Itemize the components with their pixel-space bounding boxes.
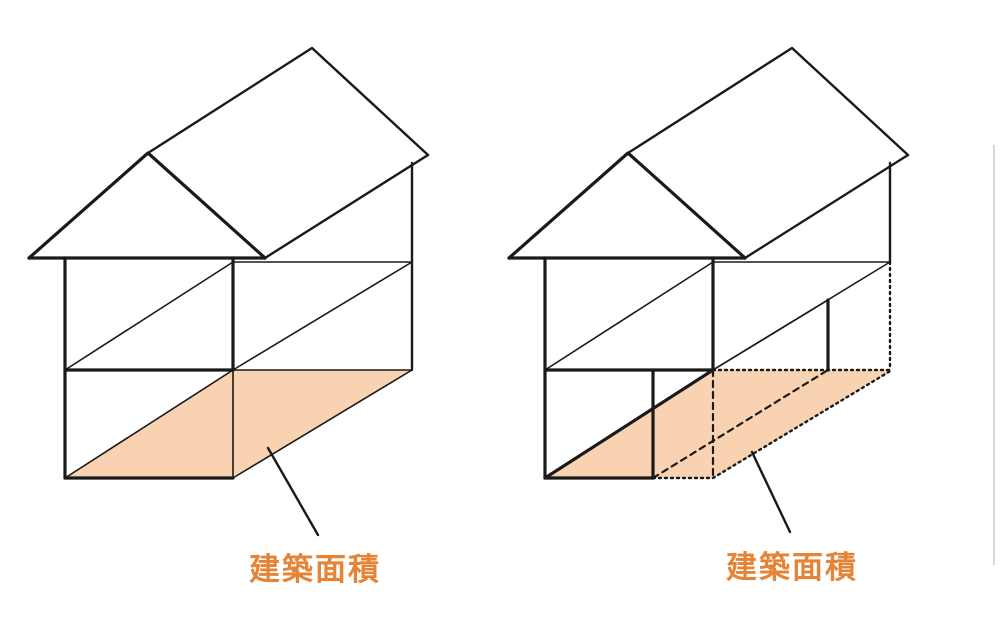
- house-diagram-left: [27, 46, 430, 537]
- upper-floor-diagonal-left: [544, 261, 714, 371]
- roof-eave-back: [743, 153, 910, 260]
- roof-ridge: [626, 46, 910, 157]
- roof-gable-front: [27, 151, 267, 260]
- label-leader-line: [266, 446, 320, 537]
- building-area-footprint: [545, 370, 892, 478]
- ground-floor-diagonal-right: [232, 369, 413, 479]
- roof-eave-back: [263, 153, 430, 260]
- label-leader-line: [750, 450, 792, 534]
- upper-floor-diagonal-right: [712, 261, 891, 371]
- upper-floor-diagonal-left: [64, 261, 234, 371]
- roof-ridge: [146, 46, 430, 157]
- ground-floor-diagonal-mid: [651, 368, 830, 480]
- upper-floor-diagonal-right: [232, 261, 413, 371]
- ground-floor-diagonal-left: [543, 368, 715, 480]
- house-diagram-right: [507, 46, 910, 534]
- divider-line: [993, 145, 995, 565]
- ground-floor-diagonal-left: [64, 369, 234, 479]
- roof-gable-front: [507, 151, 747, 260]
- building-area-footprint: [65, 370, 412, 478]
- building-area-label-left: 建築面積: [249, 552, 381, 588]
- ground-floor-diagonal-right: [711, 368, 894, 480]
- building-area-label-right: 建築面積: [726, 550, 858, 586]
